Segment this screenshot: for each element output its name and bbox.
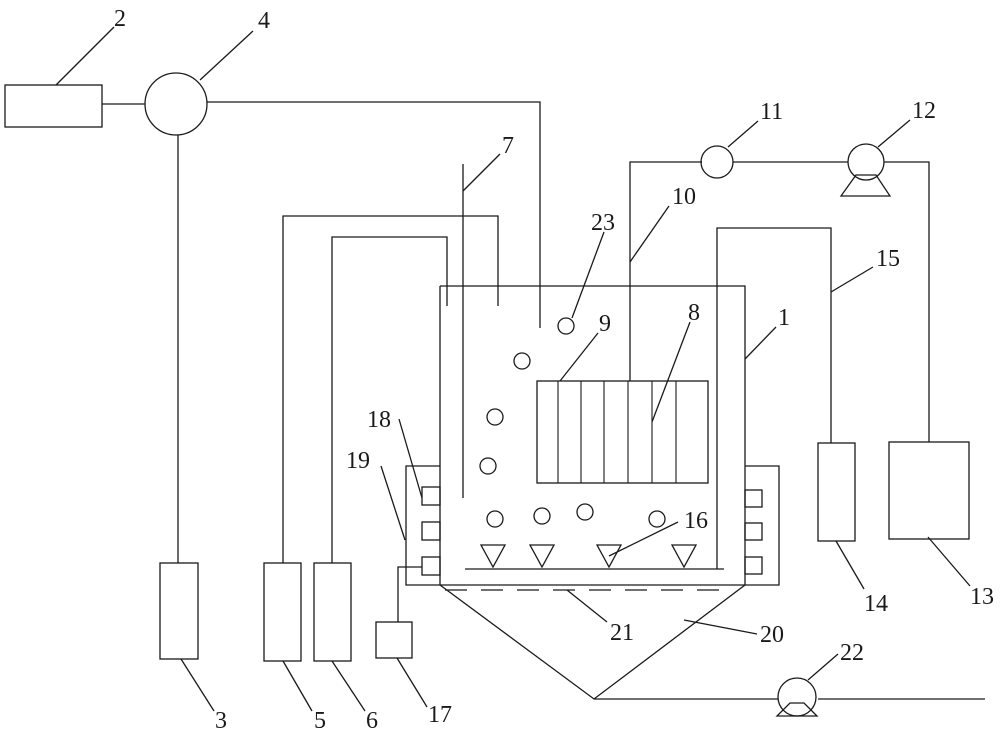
leader-line-11 <box>727 120 759 148</box>
jacket-19-left <box>405 465 440 586</box>
leader-line-2 <box>55 26 115 86</box>
leader-line-9 <box>559 332 599 382</box>
component-4-circle <box>144 72 208 136</box>
leader-line-6 <box>331 660 366 712</box>
leader-line-15 <box>830 266 874 293</box>
label-5: 5 <box>314 708 326 734</box>
label-9: 9 <box>599 311 611 337</box>
leader-line-17 <box>396 657 428 708</box>
bubble <box>557 317 575 335</box>
heater-element-18 <box>421 521 441 541</box>
leader-line-10 <box>629 205 670 263</box>
bubble <box>513 352 531 370</box>
leader-line-22 <box>807 653 839 681</box>
component-5-box <box>263 562 302 662</box>
component-2-box <box>4 84 103 128</box>
bubble <box>648 510 666 528</box>
tank-1-wall-right <box>440 285 746 585</box>
heater-element-right <box>744 489 763 508</box>
aerator-nozzle <box>595 544 623 569</box>
label-23: 23 <box>591 210 615 236</box>
label-19: 19 <box>346 448 370 474</box>
label-11: 11 <box>760 99 783 125</box>
heater-element-18 <box>421 486 441 506</box>
label-4: 4 <box>258 8 270 34</box>
label-21: 21 <box>610 620 634 646</box>
jacket-right <box>745 465 780 586</box>
pipe-4-to-tank <box>207 101 541 328</box>
label-10: 10 <box>672 184 696 210</box>
leader-line-7 <box>462 153 501 192</box>
component-17-box <box>375 621 413 659</box>
leader-line-1 <box>744 326 777 360</box>
component-11-circle <box>700 145 734 179</box>
hopper-20 <box>439 584 746 700</box>
label-8: 8 <box>688 300 700 326</box>
label-2: 2 <box>114 6 126 32</box>
label-3: 3 <box>215 708 227 734</box>
leader-line-19 <box>380 465 406 541</box>
pipe-12-to-13 <box>884 161 930 442</box>
label-6: 6 <box>366 708 378 734</box>
leader-line-14 <box>835 540 865 590</box>
bubble <box>486 408 504 426</box>
component-14-box <box>817 442 856 542</box>
leader-line-4 <box>199 30 254 81</box>
aerator-nozzle <box>479 544 507 569</box>
leader-line-12 <box>877 119 911 148</box>
pump-22-base <box>775 702 819 717</box>
leader-line-16 <box>608 521 679 557</box>
label-7: 7 <box>502 133 514 159</box>
leader-line-20 <box>683 619 758 635</box>
pump-12-base <box>839 174 892 197</box>
leader-line-8 <box>651 321 691 423</box>
aerator-nozzle <box>528 544 556 569</box>
pipe-5-to-tank <box>282 215 499 563</box>
bubble <box>486 510 504 528</box>
leader-line-5 <box>282 660 313 712</box>
label-14: 14 <box>864 591 888 617</box>
aerator-nozzle <box>670 544 698 569</box>
leader-line-13 <box>927 536 971 587</box>
bubble <box>479 457 497 475</box>
pipe-6-to-tank <box>331 236 448 563</box>
heater-element-right <box>744 522 763 541</box>
pump-22-circle <box>777 677 817 717</box>
label-13: 13 <box>970 584 994 610</box>
leader-line-3 <box>180 658 215 712</box>
leader-line-23 <box>571 231 605 319</box>
leader-line-18 <box>398 418 423 499</box>
pipe-10 <box>629 161 702 381</box>
label-16: 16 <box>684 508 708 534</box>
membrane-module-8 <box>536 380 709 484</box>
leader-line-21 <box>566 589 608 623</box>
component-13-box <box>888 441 970 540</box>
component-6-box <box>313 562 352 662</box>
label-12: 12 <box>912 98 936 124</box>
component-3-box <box>159 562 199 660</box>
label-18: 18 <box>367 407 391 433</box>
bubble <box>576 503 594 521</box>
pipe-15 <box>716 227 832 569</box>
bubble <box>533 507 551 525</box>
label-15: 15 <box>876 246 900 272</box>
label-1: 1 <box>778 305 790 331</box>
heater-element-right <box>744 556 763 575</box>
label-17: 17 <box>428 702 452 728</box>
label-22: 22 <box>840 640 864 666</box>
label-20: 20 <box>760 622 784 648</box>
heater-element-18 <box>421 556 441 576</box>
wire-18-to-17 <box>397 566 422 622</box>
